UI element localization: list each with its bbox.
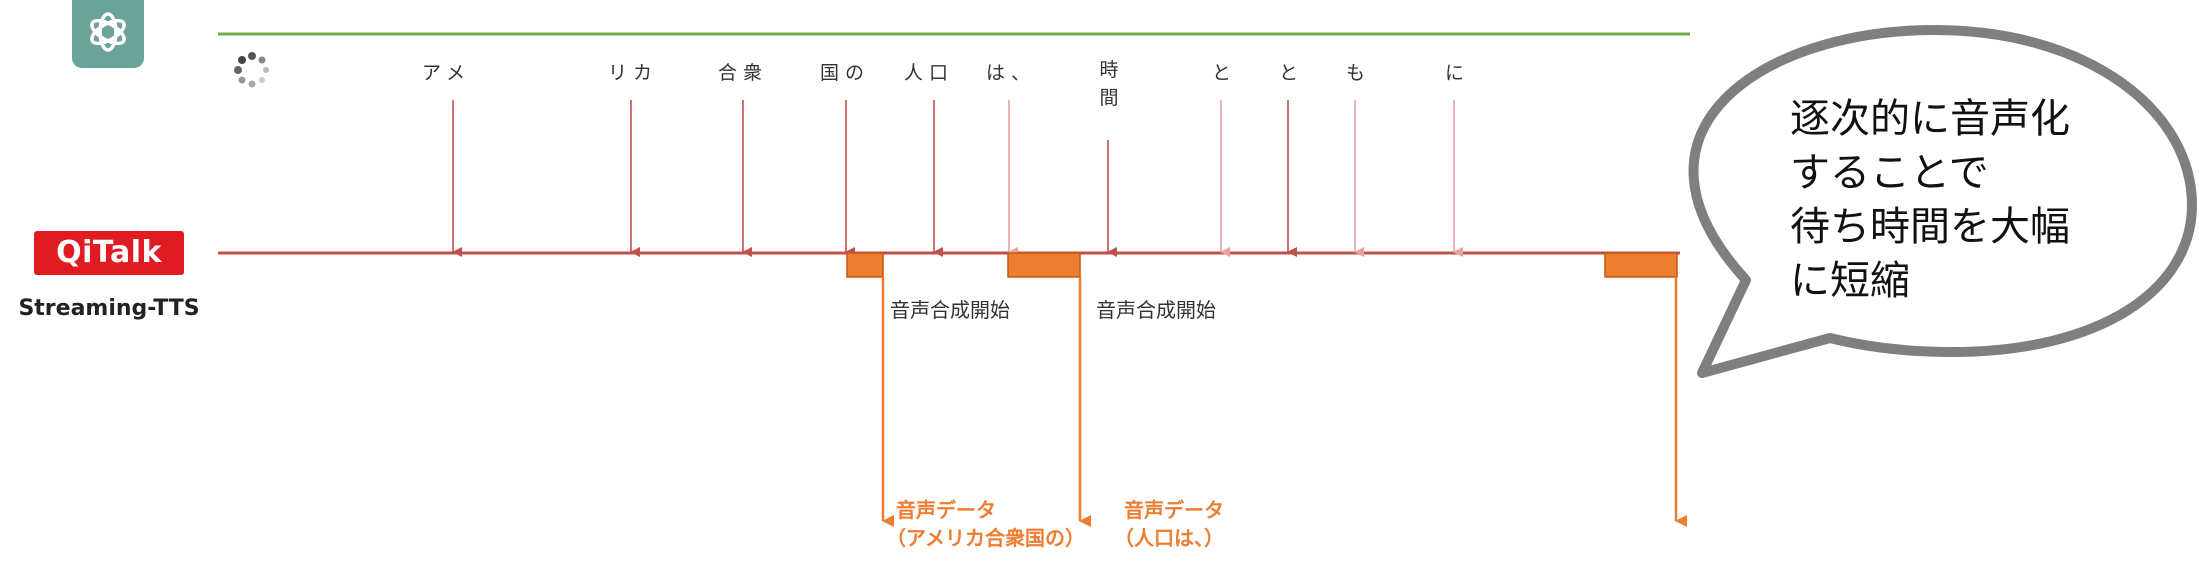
audio-data-text: （人口は、） [1114, 526, 1224, 550]
token-label: リカ [608, 62, 659, 84]
synth-chunk-3 [1604, 252, 1678, 278]
synth-chunk-2 [1007, 252, 1081, 278]
bubble-line: することで [1790, 150, 1989, 196]
qitalk-subtitle: Streaming-TTS [18, 296, 200, 321]
qitalk-logo: QiTalk [34, 231, 184, 275]
speech-bubble [1688, 25, 2197, 378]
synth-chunk-1 [846, 252, 884, 278]
token-label: に [1445, 62, 1471, 84]
token-label: と [1279, 62, 1305, 84]
token-label: と [1212, 62, 1238, 84]
openai-logo-icon [72, 0, 144, 68]
synth-start-label: 音声合成開始 [1096, 298, 1216, 322]
token-label: も [1346, 62, 1372, 84]
audio-data-title: 音声データ [896, 498, 996, 522]
token-label: アメ [422, 62, 472, 84]
loading-spinner-icon [234, 52, 269, 88]
token-label: 合衆 [718, 62, 769, 84]
token-label: 人口 [904, 62, 955, 84]
bubble-line: 逐次的に音声化 [1790, 96, 2070, 142]
audio-data-label-1: 音声データ （アメリカ合衆国の） [886, 496, 1085, 552]
bubble-line: 待ち時間を大幅 [1790, 204, 2070, 250]
audio-data-text: （アメリカ合衆国の） [886, 526, 1085, 550]
token-label: 国の [820, 62, 871, 84]
audio-data-title: 音声データ [1124, 498, 1224, 522]
speech-bubble-text: 逐次的に音声化 することで 待ち時間を大幅 に短縮 [1790, 92, 2090, 308]
synth-start-label: 音声合成開始 [890, 298, 1010, 322]
audio-data-label-2: 音声データ （人口は、） [1114, 496, 1224, 552]
token-label: 時間 [1099, 59, 1119, 109]
bubble-line: に短縮 [1790, 258, 1910, 304]
token-label: は、 [986, 62, 1037, 84]
